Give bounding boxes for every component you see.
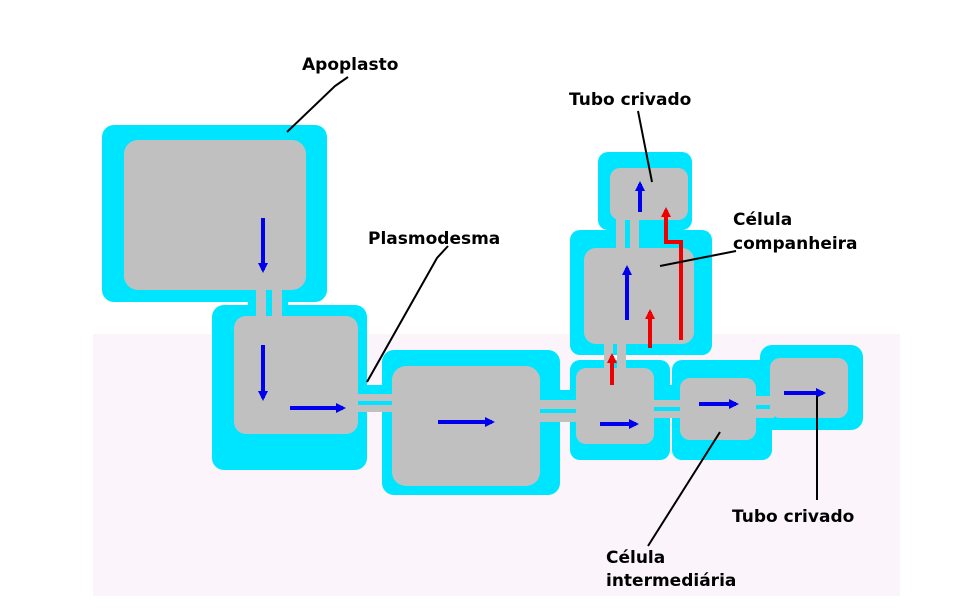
leader-celula-companheira xyxy=(659,250,737,267)
label-celula-companheira-2: companheira xyxy=(733,234,858,254)
plasmodesma-channel xyxy=(536,413,580,422)
intermediary-cell-2 xyxy=(680,378,756,440)
plasmodesma-channel xyxy=(752,409,774,418)
intermediary-cell-1 xyxy=(576,368,654,444)
plasmodesma-channel xyxy=(354,394,396,401)
label-plasmodesma: Plasmodesma xyxy=(368,229,500,249)
label-celula-intermediaria-1: Célula xyxy=(606,548,665,568)
label-tubo-crivado-bottom: Tubo crivado xyxy=(732,507,854,527)
plasmodesma-channel xyxy=(617,344,626,370)
plasmodesma-channel xyxy=(650,400,684,407)
sieve-tube-bottom xyxy=(770,358,848,418)
leader-plasmodesma xyxy=(366,245,449,383)
leader-tubo-crivado-top xyxy=(637,110,653,183)
plasmodesma-channel xyxy=(630,216,639,250)
cells xyxy=(124,140,848,486)
loading-arrow xyxy=(661,207,683,340)
plasmodesma-channel xyxy=(650,411,684,418)
plasmodesma-channel xyxy=(256,288,266,320)
label-celula-intermediaria-2: intermediária xyxy=(606,571,736,591)
leader-lines xyxy=(286,76,818,547)
label-celula-companheira-1: Célula xyxy=(733,210,792,230)
plasmodesma-channel xyxy=(536,400,580,409)
mesophyll-cell-2 xyxy=(234,316,358,434)
phloem-arrows xyxy=(607,207,683,385)
plasmodesma-channel xyxy=(272,288,282,320)
plasmodesma-channel xyxy=(616,216,625,250)
leader-apoplasto xyxy=(286,76,349,133)
companion-cell xyxy=(584,248,694,344)
plasmodesma-channel xyxy=(752,396,774,405)
sieve-tube-top xyxy=(610,168,688,220)
leader-celula-intermediaria xyxy=(647,431,721,547)
label-apoplasto: Apoplasto xyxy=(302,55,398,75)
mesophyll-cell-1 xyxy=(124,140,306,290)
symplast-arrows xyxy=(258,181,826,429)
bundle-sheath-cell xyxy=(392,366,540,486)
label-tubo-crivado-top: Tubo crivado xyxy=(569,90,691,110)
plasmodesma-channel xyxy=(354,405,396,412)
